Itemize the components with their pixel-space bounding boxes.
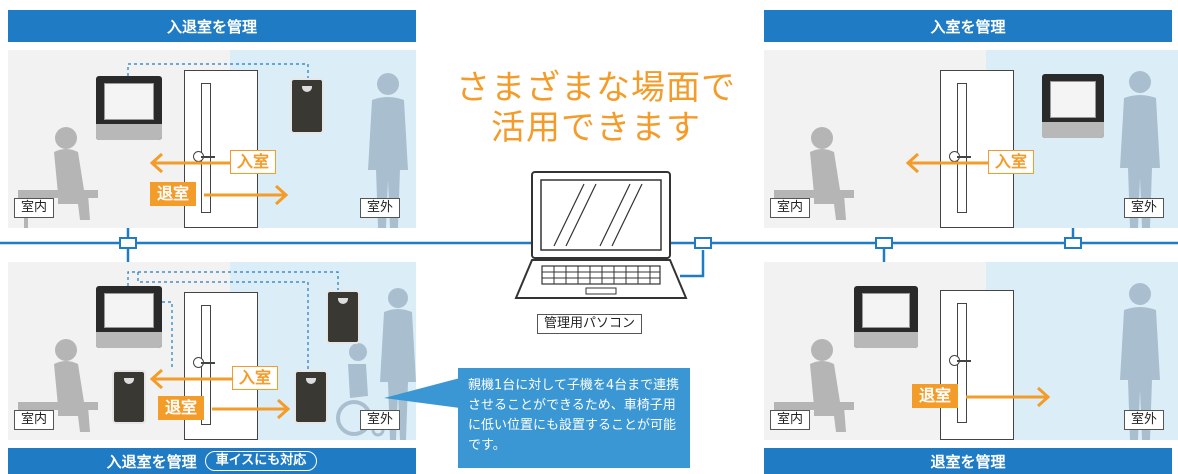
person-seated-icon xyxy=(774,339,854,432)
enter-label: 入室 xyxy=(232,366,279,390)
exit-label: 退室 xyxy=(150,182,197,206)
connection-dashes xyxy=(127,271,339,370)
outside-label: 室外 xyxy=(360,198,401,218)
panel-title-text: 入退室を管理 xyxy=(166,17,257,36)
person-seated-icon xyxy=(18,339,98,432)
exit-label: 退室 xyxy=(158,396,205,420)
network-junction-box xyxy=(1064,237,1082,249)
enter-label: 入室 xyxy=(230,150,277,174)
callout-pointer xyxy=(384,378,460,408)
door xyxy=(940,290,1014,440)
parent-reader-device xyxy=(854,286,918,348)
person-standing-icon xyxy=(1120,71,1160,228)
child-reader-device-high xyxy=(326,290,360,344)
pc-label: 管理用パソコン xyxy=(537,314,643,334)
network-junction-box xyxy=(875,237,893,249)
panel-title-text: 退室を管理 xyxy=(930,452,1006,471)
person-standing-icon xyxy=(380,288,416,440)
child-reader-device xyxy=(290,78,324,134)
enter-label: 入室 xyxy=(988,150,1035,174)
panel-bottom-left: 入室 退室 室内 室外 xyxy=(8,262,416,440)
outside-label: 室外 xyxy=(1124,410,1165,430)
panel-title-text: 入室を管理 xyxy=(930,17,1006,36)
panel-title-top-left: 入退室を管理 xyxy=(8,10,416,42)
person-seated-icon xyxy=(774,127,854,220)
inside-label: 室内 xyxy=(14,410,55,430)
panel-top-right: 入室 室内 室外 xyxy=(764,50,1178,228)
panel-top-left: 入室 退室 室内 室外 xyxy=(8,50,416,228)
exit-arrow xyxy=(966,386,1051,408)
panel-title-text: 入退室を管理 xyxy=(106,452,197,471)
parent-reader-device xyxy=(96,286,162,348)
door xyxy=(940,70,1014,228)
panel-bottom-right: 退室 室内 室外 xyxy=(764,262,1178,440)
exit-arrow xyxy=(212,398,291,420)
headline: さまざまな場面で 活用できます xyxy=(446,68,746,148)
inside-label: 室内 xyxy=(14,198,55,218)
headline-line-2: 活用できます xyxy=(491,108,701,148)
outside-label: 室外 xyxy=(1124,198,1165,218)
child-reader-device-outside-low xyxy=(294,370,328,424)
parent-reader-device xyxy=(1042,74,1104,138)
person-standing-icon xyxy=(1120,283,1160,440)
exit-label: 退室 xyxy=(912,384,959,408)
network-junction-box xyxy=(694,237,712,249)
callout-text: 親機1台に対して子機を4台まで連携させることができるため、車椅子用に低い位置にも… xyxy=(468,378,680,453)
child-reader-device-inside-low xyxy=(112,370,146,424)
outside-label: 室外 xyxy=(360,410,401,430)
wheelchair-badge: 車イスにも対応 xyxy=(204,451,318,471)
exit-arrow xyxy=(204,184,289,206)
inside-label: 室内 xyxy=(770,410,811,430)
network-junction-box xyxy=(119,237,137,249)
panel-title-bottom-right: 退室を管理 xyxy=(764,448,1172,474)
person-standing-icon xyxy=(368,73,408,228)
headline-line-1: さまざまな場面で xyxy=(456,68,736,108)
panel-title-bottom-left: 入退室を管理 車イスにも対応 xyxy=(8,448,416,474)
inside-label: 室内 xyxy=(770,198,811,218)
panel-title-top-right: 入室を管理 xyxy=(764,10,1172,42)
connection-dashes xyxy=(127,63,309,78)
info-callout: 親機1台に対して子機を4台まで連携させることができるため、車椅子用に低い位置にも… xyxy=(458,368,690,468)
laptop-icon xyxy=(514,171,688,299)
parent-reader-device xyxy=(96,76,162,140)
door xyxy=(184,70,258,228)
